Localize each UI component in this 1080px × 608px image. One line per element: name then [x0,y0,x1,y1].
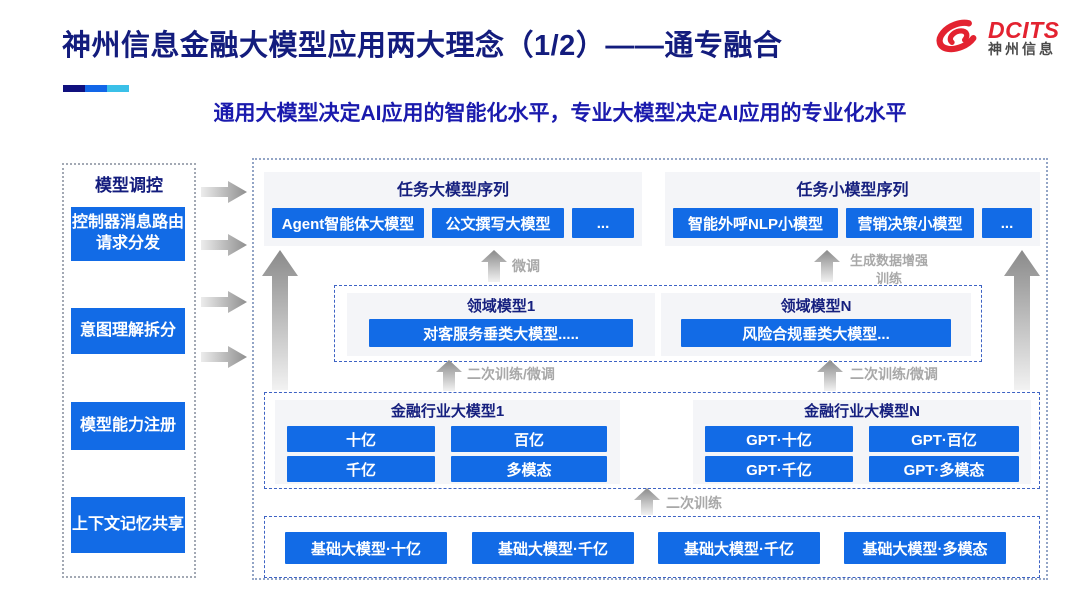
node-task-large-more: ... [572,208,634,238]
dcits-logo-icon [936,19,977,53]
domain-model-n-group: 领域模型N 风险合规垂类大模型... [661,293,971,356]
node-base-billion: 基础大模型·十亿 [285,532,447,564]
node-gpt-multimodal: GPT·多模态 [869,456,1019,482]
node-agent-large-model: Agent智能体大模型 [272,208,424,238]
logo-brand-text: DCITS [988,16,1060,43]
up-arrow-icon [481,250,507,282]
industry-model-1-title: 金融行业大模型1 [390,403,505,420]
model-control-panel: 模型调控 控制器消息路由请求分发 意图理解拆分 模型能力注册 上下文记忆共享 [62,163,196,578]
accent-navy [63,85,85,92]
logo-brand-cn-text: 神州信息 [988,40,1056,57]
finetune-label: 微调 [512,258,540,274]
retrain-finetune-left-label: 二次训练/微调 [467,366,555,382]
node-base-hundred-billion-1: 基础大模型·千亿 [472,532,634,564]
sidebar-item-context: 上下文记忆共享 [71,497,185,553]
up-arrow-tall-icon [262,250,298,390]
node-base-multimodal: 基础大模型·多模态 [844,532,1006,564]
node-risk-compliance-vertical-model: 风险合规垂类大模型... [681,319,951,347]
accent-cyan [107,85,129,92]
page-title: 神州信息金融大模型应用两大理念（1/2）——通专融合 [62,30,783,62]
task-small-model-group: 任务小模型序列 智能外呼NLP小模型 营销决策小模型 ... [665,172,1040,246]
base-model-layer: 基础大模型·十亿 基础大模型·千亿 基础大模型·千亿 基础大模型·多模态 [264,516,1040,578]
right-arrow-icon [201,181,247,203]
domain-model-n-title: 领域模型N [780,298,852,315]
up-arrow-icon [436,360,462,391]
up-arrow-icon [634,488,660,515]
title-accent-bar [63,85,129,92]
retrain-label: 二次训练 [666,495,722,511]
up-arrow-icon [814,250,840,282]
up-arrow-icon [817,360,843,391]
industry-model-layer: 金融行业大模型1 十亿 百亿 千亿 多模态 金融行业大模型N GPT·十亿 GP… [264,392,1040,489]
node-marketing-small-model: 营销决策小模型 [846,208,974,238]
dcits-logo: DCITS 神州信息 [932,16,1064,58]
sidebar-item-register: 模型能力注册 [71,402,185,450]
node-multimodal: 多模态 [451,456,607,482]
node-billion: 十亿 [287,426,435,452]
node-doc-writing-large-model: 公文撰写大模型 [432,208,564,238]
node-customer-service-vertical-model: 对客服务垂类大模型..... [369,319,633,347]
slide-subtitle: 通用大模型决定AI应用的智能化水平，专业大模型决定AI应用的专业化水平 [213,102,907,125]
right-arrow-icon [201,234,247,256]
task-large-model-group: 任务大模型序列 Agent智能体大模型 公文撰写大模型 ... [264,172,642,246]
node-task-small-more: ... [982,208,1032,238]
task-small-group-title: 任务小模型序列 [796,182,909,199]
domain-model-1-group: 领域模型1 对客服务垂类大模型..... [347,293,655,356]
node-ten-billion: 百亿 [451,426,607,452]
node-base-hundred-billion-2: 基础大模型·千亿 [658,532,820,564]
model-control-title: 模型调控 [95,176,163,195]
node-gpt-billion: GPT·十亿 [705,426,853,452]
task-large-group-title: 任务大模型序列 [396,182,509,199]
node-gpt-hundred-billion: GPT·千亿 [705,456,853,482]
industry-model-1-group: 金融行业大模型1 十亿 百亿 千亿 多模态 [275,400,620,484]
up-arrow-tall-icon [1004,250,1040,390]
node-gpt-ten-billion: GPT·百亿 [869,426,1019,452]
retrain-finetune-right-label: 二次训练/微调 [850,366,938,382]
accent-blue [85,85,107,92]
model-stack-container: 任务大模型序列 Agent智能体大模型 公文撰写大模型 ... 任务小模型序列 … [252,158,1048,580]
industry-model-n-group: 金融行业大模型N GPT·十亿 GPT·百亿 GPT·千亿 GPT·多模态 [693,400,1031,484]
domain-model-1-title: 领域模型1 [466,298,536,315]
node-outbound-nlp-small-model: 智能外呼NLP小模型 [673,208,838,238]
right-arrow-icon [201,291,247,313]
domain-model-layer: 领域模型1 对客服务垂类大模型..... 领域模型N 风险合规垂类大模型... [334,285,982,362]
gen-data-training-label: 生成数据增强训练 [849,253,928,286]
node-hundred-billion: 千亿 [287,456,435,482]
sidebar-item-intent: 意图理解拆分 [71,308,185,354]
right-arrow-icon [201,346,247,368]
sidebar-item-router: 控制器消息路由请求分发 [71,207,185,261]
industry-model-n-title: 金融行业大模型N [804,403,920,420]
